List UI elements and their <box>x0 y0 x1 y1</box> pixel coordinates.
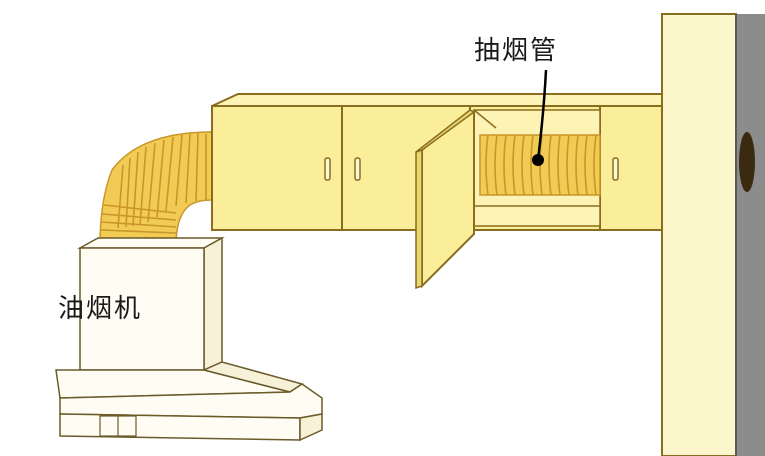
wall-face <box>661 13 737 456</box>
wall-edge <box>736 14 765 456</box>
wall-vent-hole <box>739 132 755 192</box>
flexible-duct-elbow <box>99 131 213 246</box>
wall <box>661 13 765 456</box>
open-cabinet-door <box>415 109 476 290</box>
cabinet-top <box>211 93 663 107</box>
hood-chimney <box>79 247 205 371</box>
cabinet-handle <box>324 157 331 181</box>
duct-leader <box>532 69 548 166</box>
cabinet-handle <box>354 157 361 181</box>
leader-dot <box>532 154 544 166</box>
cabinet-handle <box>612 157 619 181</box>
range-hood-label: 油烟机 <box>58 294 143 324</box>
duct-label: 抽烟管 <box>474 36 559 66</box>
range-hood <box>55 236 323 442</box>
